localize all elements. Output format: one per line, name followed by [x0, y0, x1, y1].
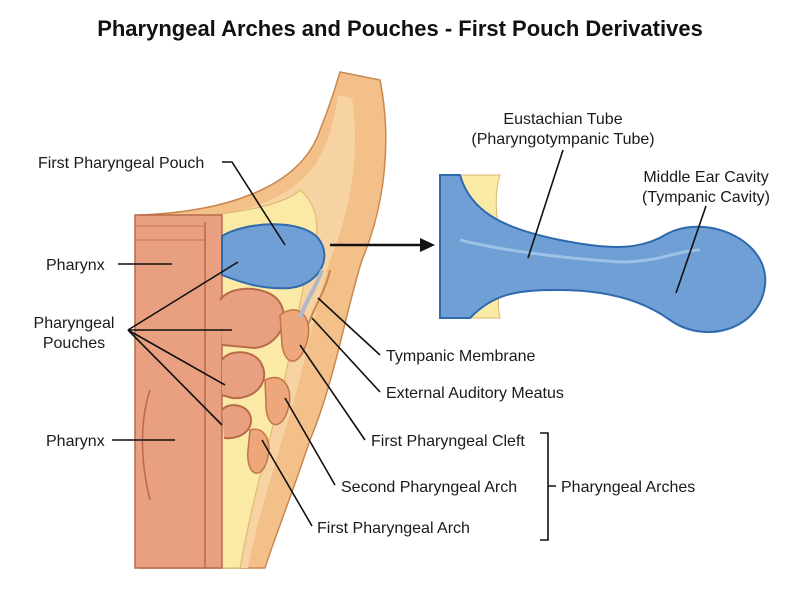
label-first-cleft: First Pharyngeal Cleft: [371, 433, 525, 450]
middle-ear-panel: [439, 174, 767, 334]
leader-eustachian: [527, 149, 564, 259]
leader-middle-ear: [675, 205, 707, 294]
label-pharynx-lower: Pharynx: [46, 433, 105, 450]
pharyngeal-region: [134, 71, 387, 569]
label-first-pouch: First Pharyngeal Pouch: [38, 155, 204, 172]
leader-second-arch: [284, 397, 336, 486]
leader-pouches-4: [127, 329, 223, 426]
leader-lines: [112, 149, 707, 541]
first-pouch-cavity: [221, 223, 326, 290]
label-pouches-line1: Pharyngeal: [34, 315, 115, 332]
diagram-title: Pharyngeal Arches and Pouches - First Po…: [97, 16, 703, 41]
leader-pouches-3: [127, 329, 226, 386]
label-middle-ear-line1: Middle Ear Cavity: [643, 169, 768, 186]
external-meatus-shape: [307, 269, 331, 326]
pharynx-wall: [134, 214, 223, 569]
leader-first-arch: [261, 439, 313, 527]
pouch-four: [221, 404, 253, 440]
label-second-arch: Second Pharyngeal Arch: [341, 479, 517, 496]
cavity-highlight: [459, 238, 701, 264]
label-arches-group: Pharyngeal Arches: [561, 479, 695, 496]
eustachian-and-cavity: [439, 174, 767, 334]
tympanic-membrane-shape: [298, 269, 324, 319]
label-pharynx-upper: Pharynx: [46, 257, 105, 274]
pouch-two: [219, 287, 285, 350]
leader-pouches-1: [127, 261, 239, 331]
label-eustachian-line2: (Pharyngotympanic Tube): [471, 131, 654, 148]
arch-two: [264, 376, 291, 426]
leader-meatus: [311, 317, 381, 393]
arches-bracket: [540, 432, 556, 541]
label-pouches-line2: Pouches: [43, 335, 105, 352]
pouch-three: [221, 351, 266, 400]
label-first-arch: First Pharyngeal Arch: [317, 520, 470, 537]
transition-arrow: [330, 238, 435, 252]
pharynx-lumen-upper: [135, 225, 205, 241]
label-external-meatus: External Auditory Meatus: [386, 385, 564, 402]
leader-tympanic: [317, 297, 381, 356]
leader-first-pouch: [222, 161, 286, 246]
arch-three: [247, 428, 270, 474]
label-middle-ear-line2: (Tympanic Cavity): [642, 189, 770, 206]
leader-first-cleft: [299, 344, 366, 441]
pharynx-wall-edge: [141, 222, 206, 568]
label-tympanic-membrane: Tympanic Membrane: [386, 348, 535, 365]
label-eustachian-line1: Eustachian Tube: [503, 111, 622, 128]
